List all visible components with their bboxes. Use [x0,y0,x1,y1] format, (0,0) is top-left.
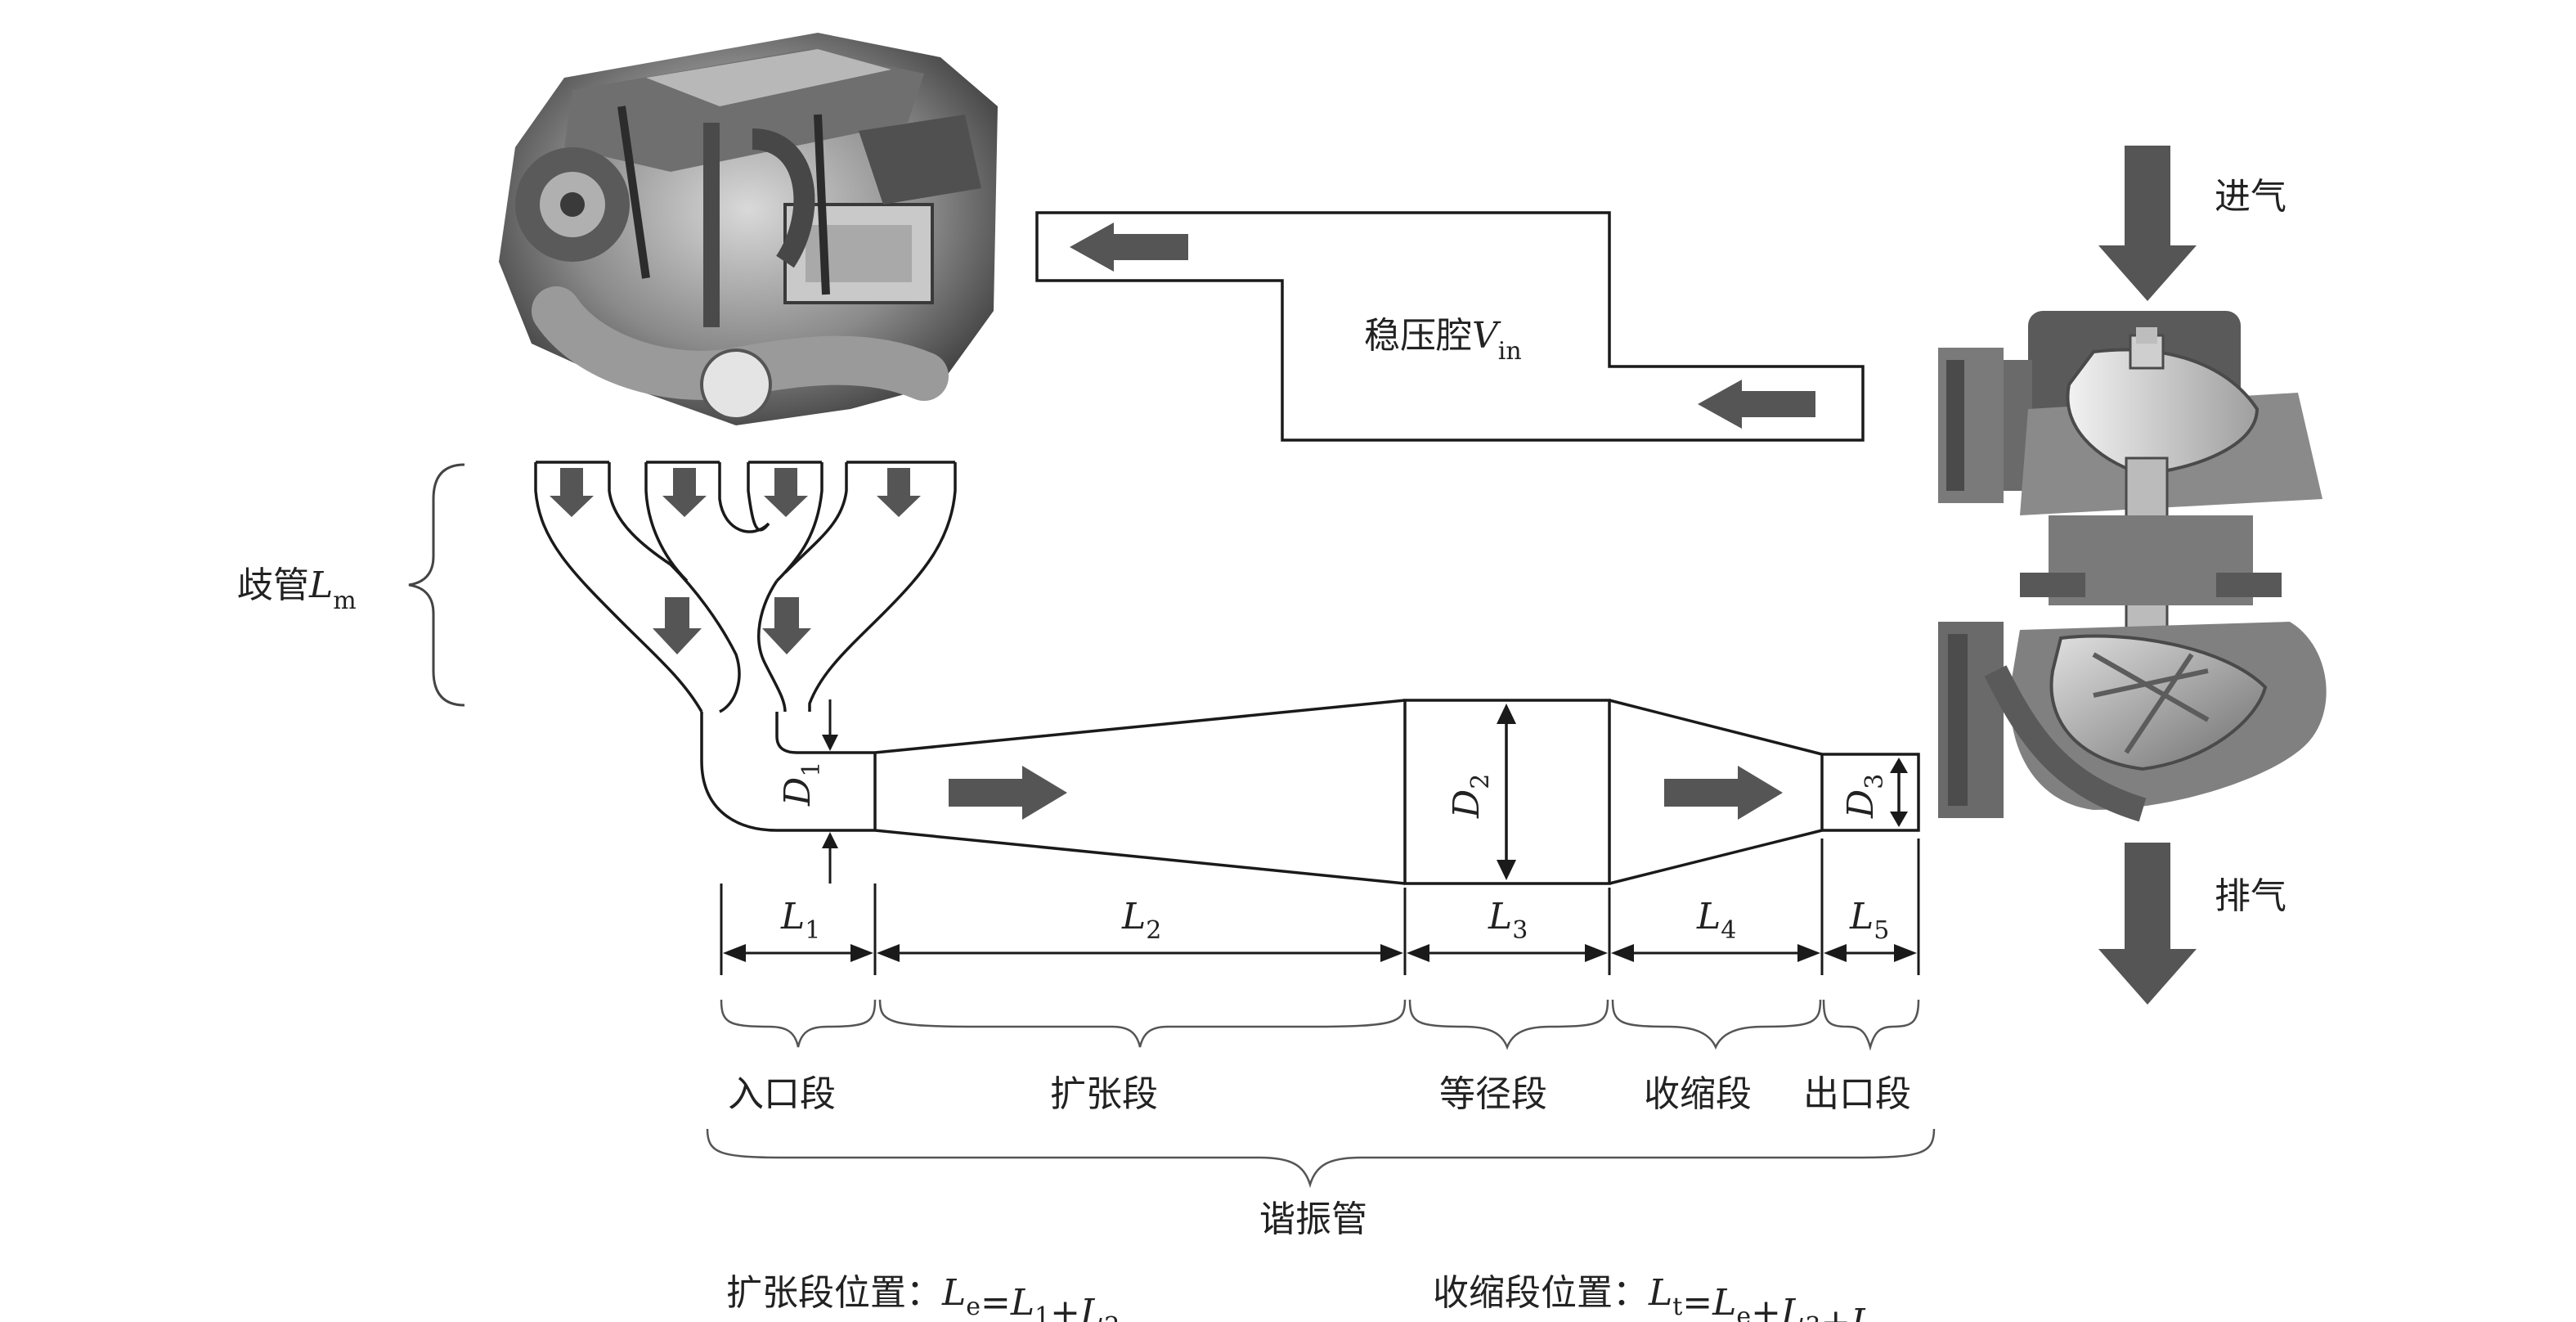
formula-symbol: L [1079,1292,1104,1322]
d3-label: D3 [1840,774,1889,819]
svg-text:D3: D3 [1840,774,1889,819]
manifold-arrow-3 [764,468,808,517]
segment-contraction-label: 收缩段 [1644,1073,1752,1115]
formula-symbol: L [1648,1272,1672,1314]
manifold-arrow-1 [550,468,594,517]
manifold-outline [534,461,957,713]
d3-arrow [1890,758,1908,827]
formula-operator: + [1751,1292,1781,1322]
formula-subscript: 1 [1034,1302,1050,1322]
d1-label: D1 [777,762,826,807]
manifold-brace [408,463,465,707]
formula-operator: = [1682,1282,1712,1322]
exhaust-label: 排气 [2215,875,2287,917]
manifold-arrow-4 [877,468,921,517]
plenum-flow-arrow-right [1698,380,1815,429]
l1-label: L1 [780,896,820,945]
manifold-label: 歧管Lm [237,564,357,615]
intake-label: 进气 [2215,176,2287,218]
formula-subscript: 3 [1805,1312,1820,1322]
plenum-flow-arrow-left [1070,223,1188,272]
segment-equal-label: 等径段 [1439,1073,1547,1115]
formula-symbol: L [941,1272,966,1314]
formula-subscript: 2 [1104,1312,1120,1322]
d2-arrow [1497,704,1516,880]
segment-outlet-label: 出口段 [1803,1073,1911,1115]
segment-inlet-label: 入口段 [728,1073,836,1115]
manifold-flow-arrows [550,468,921,654]
formula-operator: = [981,1282,1011,1322]
formula-operator: + [1820,1302,1851,1322]
segment-expansion-label: 扩张段 [1050,1073,1158,1115]
formula-prefix: 扩张段位置： [726,1272,942,1314]
intake-arrow [2098,146,2197,301]
resonator-brace [706,1128,1936,1189]
formula-symbol: L [1712,1282,1736,1322]
resonator-label: 谐振管 [1259,1198,1367,1240]
l3-label: L3 [1488,896,1528,945]
contraction-position-formula: 收缩段位置：Lt=Le+L3+L4 [1433,1272,1891,1322]
formula-subscript: e [1736,1302,1751,1322]
engine-image [499,33,998,425]
manifold-arrow-2 [662,468,707,517]
svg-text:D2: D2 [1446,774,1495,819]
exhaust-arrow [2098,843,2197,1005]
manifold-arrow-6 [762,597,811,654]
segment-braces [720,999,1920,1051]
formula-subscript: t [1672,1293,1682,1321]
l5-label: L5 [1849,896,1889,945]
formula-symbol: L [1780,1292,1805,1322]
formula-symbol: L [1850,1302,1874,1322]
pipe-flow-arrow-2 [1664,766,1783,820]
manifold-arrow-5 [653,597,702,654]
d2-label: D2 [1446,774,1495,819]
formula-subscript: e [966,1293,981,1321]
turbocharger-image [1938,311,2327,822]
length-dimension-lines [720,839,1920,975]
l4-label: L4 [1696,896,1736,945]
d1-markers [822,699,838,884]
resonator-pipe [700,699,1920,885]
length-dimension-arrowheads [723,944,1917,962]
formula-symbol: L [1010,1282,1034,1322]
expansion-position-formula: 扩张段位置：Le=L1+L2 [726,1272,1120,1322]
plenum-outline [1035,211,1865,442]
pipe-flow-arrow-1 [949,766,1067,820]
formula-operator: + [1050,1292,1080,1322]
svg-text:D1: D1 [777,762,826,807]
l2-label: L2 [1121,896,1161,945]
plenum-label: 稳压腔Vin [1364,315,1522,366]
formula-prefix: 收缩段位置： [1433,1272,1649,1314]
